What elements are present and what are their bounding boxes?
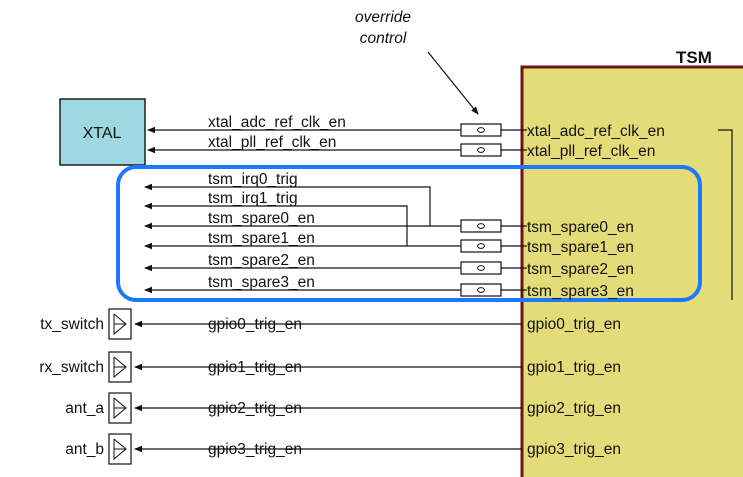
- spare-signal-label-0: tsm_spare0_en: [208, 210, 315, 227]
- override-box-spare-1-icon: [477, 243, 485, 249]
- spare-pin-label-3: tsm_spare3_en: [527, 283, 634, 300]
- override-box-xtal-0: [460, 123, 502, 137]
- override-box-spare-0: [460, 219, 502, 233]
- override-annotation-line2: control: [360, 30, 407, 47]
- xtal-label: XTAL: [83, 125, 122, 142]
- gpio-device-label-1: rx_switch: [39, 359, 104, 376]
- trig-signal-label-1: tsm_irq1_trig: [208, 190, 298, 207]
- spare-signal-label-3: tsm_spare3_en: [208, 274, 315, 291]
- gpio-device-label-2: ant_a: [65, 400, 104, 417]
- tsm-block: [520, 65, 743, 477]
- spare-pin-label-0: tsm_spare0_en: [527, 219, 634, 236]
- gpio-pin-label-1: gpio1_trig_en: [527, 359, 621, 376]
- gpio-device-label-0: tx_switch: [40, 316, 104, 333]
- override-box-spare-2: [460, 261, 502, 275]
- spare-pin-label-2: tsm_spare2_en: [527, 261, 634, 278]
- spare-signal-label-1: tsm_spare1_en: [208, 230, 315, 247]
- override-box-spare-3: [460, 283, 502, 297]
- override-box-xtal-0-icon: [477, 127, 485, 133]
- xtal-signal-label-1: xtal_pll_ref_clk_en: [208, 134, 336, 151]
- gpio-pin-label-2: gpio2_trig_en: [527, 400, 621, 417]
- xtal-pin-return: [718, 129, 733, 300]
- override-box-xtal-1: [460, 143, 502, 157]
- gpio-signal-label-3: gpio3_trig_en: [208, 441, 302, 458]
- trig-bus-1: [365, 205, 408, 246]
- trig-bus-0: [365, 186, 431, 226]
- signal-wires: [108, 123, 733, 465]
- override-box-spare-3-icon: [477, 287, 485, 293]
- gpio-signal-label-1: gpio1_trig_en: [208, 359, 302, 376]
- signal-labels: xtal_adc_ref_clk_en xtal_adc_ref_clk_enxt…: [39, 114, 664, 458]
- override-box-xtal-1-icon: [477, 147, 485, 153]
- gpio-pin-label-0: gpio0_trig_en: [527, 316, 621, 333]
- xtal-signal-label-0: xtal_adc_ref_clk_en: [208, 114, 346, 131]
- xtal-block: [59, 98, 146, 166]
- gpio-signal-label-2: gpio2_trig_en: [208, 400, 302, 417]
- tsm-title: TSM: [676, 48, 712, 67]
- override-box-spare-1: [460, 239, 502, 253]
- xtal-pin-label-1: xtal_pll_ref_clk_en: [527, 143, 655, 160]
- annotation-pointer: [427, 51, 479, 115]
- spare-pin-label-1: tsm_spare1_en: [527, 239, 634, 256]
- gpio-signal-label-0: gpio0_trig_en: [208, 316, 302, 333]
- override-box-spare-0-icon: [477, 223, 485, 229]
- override-annotation-line1: override: [355, 9, 411, 26]
- override-box-spare-2-icon: [477, 265, 485, 271]
- gpio-pin-label-3: gpio3_trig_en: [527, 441, 621, 458]
- xtal-pin-label-0: xtal_adc_ref_clk_en: [527, 123, 665, 140]
- spare-signal-label-2: tsm_spare2_en: [208, 252, 315, 269]
- gpio-device-label-3: ant_b: [65, 441, 104, 458]
- highlight-box: [116, 165, 702, 302]
- trig-signal-label-0: tsm_irq0_trig: [208, 171, 298, 188]
